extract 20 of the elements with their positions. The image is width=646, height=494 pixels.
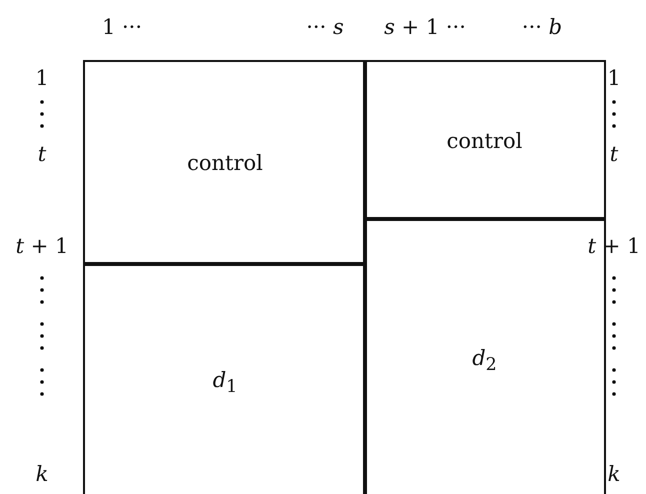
- column-index: ··· s: [306, 15, 344, 39]
- row-index: k: [36, 462, 48, 486]
- column-index: ··· b: [522, 15, 562, 39]
- row-index: k: [608, 462, 620, 486]
- control-block: [363, 60, 606, 221]
- block-label: control: [187, 151, 263, 175]
- row-index: 1: [607, 66, 621, 90]
- column-index: 1 ···: [102, 15, 142, 39]
- control-block: [83, 60, 367, 266]
- row-index: t: [610, 142, 618, 166]
- data-block: [83, 262, 367, 494]
- block-label: control: [446, 128, 522, 152]
- row-index: t + 1: [588, 234, 640, 258]
- data-block: [363, 217, 606, 494]
- row-index: t + 1: [16, 234, 68, 258]
- block-symbol: d$_{2}$: [472, 346, 497, 376]
- block-symbol: d$_{1}$: [212, 368, 238, 398]
- column-index: s + 1 ···: [384, 15, 466, 39]
- row-index: t: [38, 142, 46, 166]
- row-index: 1: [35, 66, 49, 90]
